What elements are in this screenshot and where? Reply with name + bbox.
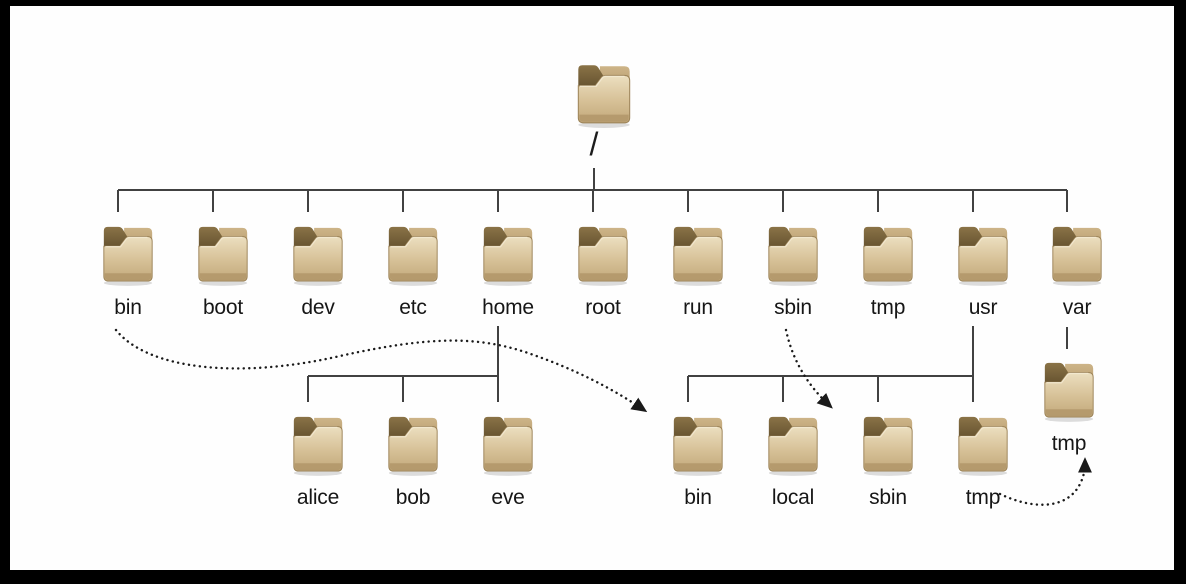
folder-icon xyxy=(1040,354,1098,424)
home-branch-lines xyxy=(307,326,499,402)
folder-label: tmp xyxy=(870,296,906,319)
folder-icon xyxy=(479,218,537,288)
folder-icon xyxy=(954,218,1012,288)
folder-icon xyxy=(669,408,727,478)
folder-node-boot: boot xyxy=(178,218,268,320)
root-label: / xyxy=(589,126,599,162)
folder-label: eve xyxy=(491,486,525,509)
folder-icon xyxy=(289,408,347,478)
folder-label: boot xyxy=(202,296,244,319)
folder-icon xyxy=(479,408,537,478)
folder-icon xyxy=(289,218,347,288)
folder-label: bob xyxy=(395,486,431,509)
folder-icon xyxy=(859,408,917,478)
folder-icon xyxy=(384,218,442,288)
folder-node-root-slash xyxy=(559,56,649,130)
folder-node-var-tmp: tmp xyxy=(1024,354,1114,456)
folder-label: dev xyxy=(301,296,335,319)
folder-label: etc xyxy=(399,296,427,319)
folder-node-dev: dev xyxy=(273,218,363,320)
folder-label: sbin xyxy=(869,486,907,509)
symlink-arrow-sbin-to-usr-sbin xyxy=(784,328,833,409)
folder-label: local xyxy=(771,486,815,509)
folder-icon xyxy=(764,408,822,478)
folder-node-var: var xyxy=(1032,218,1122,320)
filesystem-diagram: / bin boot dev etc home root run sbin tm… xyxy=(10,6,1174,570)
folder-node-usr: usr xyxy=(938,218,1028,320)
level1-stub-lines xyxy=(117,190,1068,212)
folder-node-usr-tmp: tmp xyxy=(938,408,1028,510)
symlink-arrow-bin-to-usr-bin xyxy=(114,328,648,413)
folder-node-usr-sbin: sbin xyxy=(843,408,933,510)
folder-node-home: home xyxy=(463,218,553,320)
folder-label: var xyxy=(1062,296,1092,319)
folder-label: bin xyxy=(684,486,712,509)
folder-label: sbin xyxy=(774,296,812,319)
folder-label: home xyxy=(482,296,534,319)
folder-label: usr xyxy=(968,296,998,319)
folder-label: tmp xyxy=(1051,432,1087,455)
folder-icon xyxy=(574,218,632,288)
folder-icon xyxy=(859,218,917,288)
folder-node-root: root xyxy=(558,218,648,320)
folder-node-usr-bin: bin xyxy=(653,408,743,510)
folder-label: bin xyxy=(114,296,142,319)
folder-label: tmp xyxy=(965,486,1001,509)
folder-node-run: run xyxy=(653,218,743,320)
folder-node-etc: etc xyxy=(368,218,458,320)
folder-icon xyxy=(764,218,822,288)
folder-node-usr-local: local xyxy=(748,408,838,510)
folder-icon xyxy=(669,218,727,288)
folder-label: run xyxy=(683,296,713,319)
folder-node-home-eve: eve xyxy=(463,408,553,510)
usr-branch-lines xyxy=(687,326,974,402)
folder-icon xyxy=(1048,218,1106,288)
folder-icon xyxy=(99,218,157,288)
folder-icon xyxy=(954,408,1012,478)
folder-icon xyxy=(384,408,442,478)
folder-node-home-bob: bob xyxy=(368,408,458,510)
folder-node-home-alice: alice xyxy=(273,408,363,510)
folder-node-bin: bin xyxy=(83,218,173,320)
folder-node-tmp: tmp xyxy=(843,218,933,320)
folder-label: alice xyxy=(296,486,340,509)
folder-node-sbin: sbin xyxy=(748,218,838,320)
folder-icon xyxy=(194,218,252,288)
folder-label: root xyxy=(585,296,621,319)
folder-icon xyxy=(573,56,635,130)
